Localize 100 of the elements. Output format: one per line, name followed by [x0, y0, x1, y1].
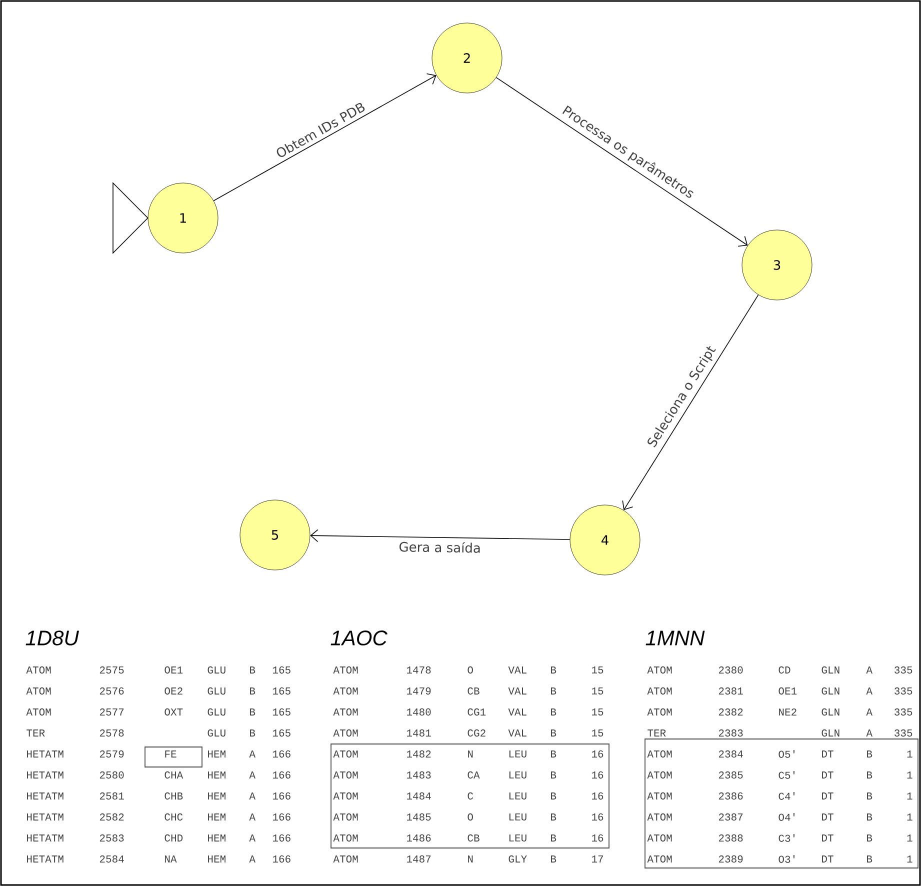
table-cell: B — [551, 772, 556, 778]
table-cell: 1 — [907, 750, 912, 758]
table-cell: ATOM — [26, 666, 51, 674]
table-cell: CHB — [164, 792, 183, 800]
table-cell: 15 — [592, 666, 604, 674]
table-cell: FE — [165, 750, 176, 758]
table-cell: VAL — [508, 730, 526, 736]
table-cell: HEM — [208, 856, 226, 862]
table-cell: HETATM — [27, 814, 64, 820]
table-cell: 17 — [592, 856, 603, 862]
table-cell: 2382 — [718, 708, 743, 716]
table-cell: ATOM — [333, 834, 358, 842]
table-cell: ATOM — [26, 708, 51, 716]
table-cell: B — [551, 792, 556, 800]
table-heading: 1D8U — [26, 630, 79, 646]
table-cell: 2583 — [100, 834, 124, 842]
table-cell: 1479 — [406, 687, 431, 695]
table-cell: B — [551, 750, 556, 758]
table-cell: 16 — [592, 834, 604, 842]
table-cell: C5' — [778, 771, 795, 779]
table-cell: 166 — [272, 792, 290, 800]
table-cell: B — [867, 750, 872, 758]
table-heading: 1AOC — [330, 630, 388, 646]
table-cell: C — [468, 792, 474, 800]
table-cell: OXT — [164, 708, 183, 716]
table-cell: A — [866, 730, 872, 736]
table-cell: VAL — [508, 688, 526, 694]
table-cell: ATOM — [333, 666, 358, 674]
table-cell: O — [468, 666, 473, 674]
table-cell: DT — [822, 772, 834, 778]
table-cell: 166 — [272, 813, 290, 821]
table-cell: A — [249, 856, 256, 862]
table-cell: LEU — [509, 792, 526, 800]
table-cell: B — [250, 730, 256, 736]
table-cell: B — [551, 730, 556, 736]
table-cell: 165 — [272, 687, 290, 695]
table-cell: B — [867, 792, 872, 800]
table-cell: 166 — [272, 750, 290, 758]
table-cell: VAL — [508, 666, 526, 674]
table-cell: 2576 — [100, 687, 124, 695]
table-cell: HETATM — [27, 772, 64, 778]
table-cell: 335 — [894, 708, 912, 716]
table-cell: HEM — [208, 792, 226, 800]
table-cell: CA — [468, 771, 480, 779]
table-cell: B — [551, 708, 556, 716]
table-cell: 335 — [894, 687, 912, 695]
table-cell: 166 — [272, 771, 290, 779]
table-cell: B — [250, 688, 256, 694]
table-cell: 166 — [272, 855, 290, 863]
table-cell: 1 — [907, 792, 912, 800]
table-cell: O3' — [778, 855, 795, 863]
table-cell: B — [867, 814, 872, 820]
table-cell: CB — [468, 687, 480, 695]
table-cell: 1486 — [406, 834, 431, 842]
table-cell: ATOM — [647, 708, 672, 716]
table-cell: B — [867, 856, 872, 862]
table-cell: HETATM — [27, 750, 64, 758]
table-cell: ATOM — [26, 687, 51, 695]
table-cell: CG2 — [468, 729, 486, 737]
table-cell: HEM — [208, 750, 226, 758]
table-cell: 335 — [894, 666, 912, 674]
table-cell: B — [551, 666, 556, 674]
table-cell: ATOM — [647, 834, 672, 842]
table-cell: DT — [822, 750, 834, 758]
table-cell: 2577 — [100, 708, 124, 716]
table-cell: A — [866, 688, 872, 694]
table-cell: 2389 — [718, 855, 743, 863]
table-cell: B — [867, 772, 872, 778]
table-cell: 1481 — [406, 729, 431, 737]
table-cell: GLN — [822, 729, 840, 737]
table-cell: 2575 — [100, 666, 124, 674]
table-heading: 1MNN — [646, 630, 705, 646]
table-cell: B — [250, 666, 256, 674]
table-cell: TER — [26, 730, 45, 736]
table-cell: HEM — [208, 834, 226, 842]
table-cell: DT — [822, 856, 834, 862]
table-cell: CHD — [164, 834, 183, 842]
table-cell: ATOM — [333, 813, 358, 821]
table-cell: ATOM — [333, 708, 358, 716]
table-cell: ATOM — [333, 750, 358, 758]
table-cell: DT — [822, 792, 834, 800]
table-cell: B — [551, 834, 556, 842]
table-cell: 335 — [894, 729, 912, 737]
table-cell: 1 — [907, 834, 912, 842]
table-cell: O4' — [778, 813, 795, 821]
table-cell: A — [249, 834, 256, 842]
table-cell: 2384 — [718, 750, 743, 758]
table-cell: 1 — [907, 814, 912, 820]
table-cell: LEU — [509, 834, 526, 842]
table-cell: GLN — [822, 687, 840, 695]
table-cell: LEU — [509, 771, 526, 779]
table-cell: VAL — [508, 708, 526, 716]
table-cell: 2578 — [100, 729, 124, 737]
table-cell: 16 — [592, 792, 604, 800]
table-cell: ATOM — [333, 792, 358, 800]
arrow — [213, 73, 436, 202]
table-cell: GLN — [822, 666, 840, 674]
table-cell: GLY — [508, 855, 527, 863]
table-cell: CG1 — [468, 708, 486, 716]
table-cell: C4' — [778, 792, 795, 800]
